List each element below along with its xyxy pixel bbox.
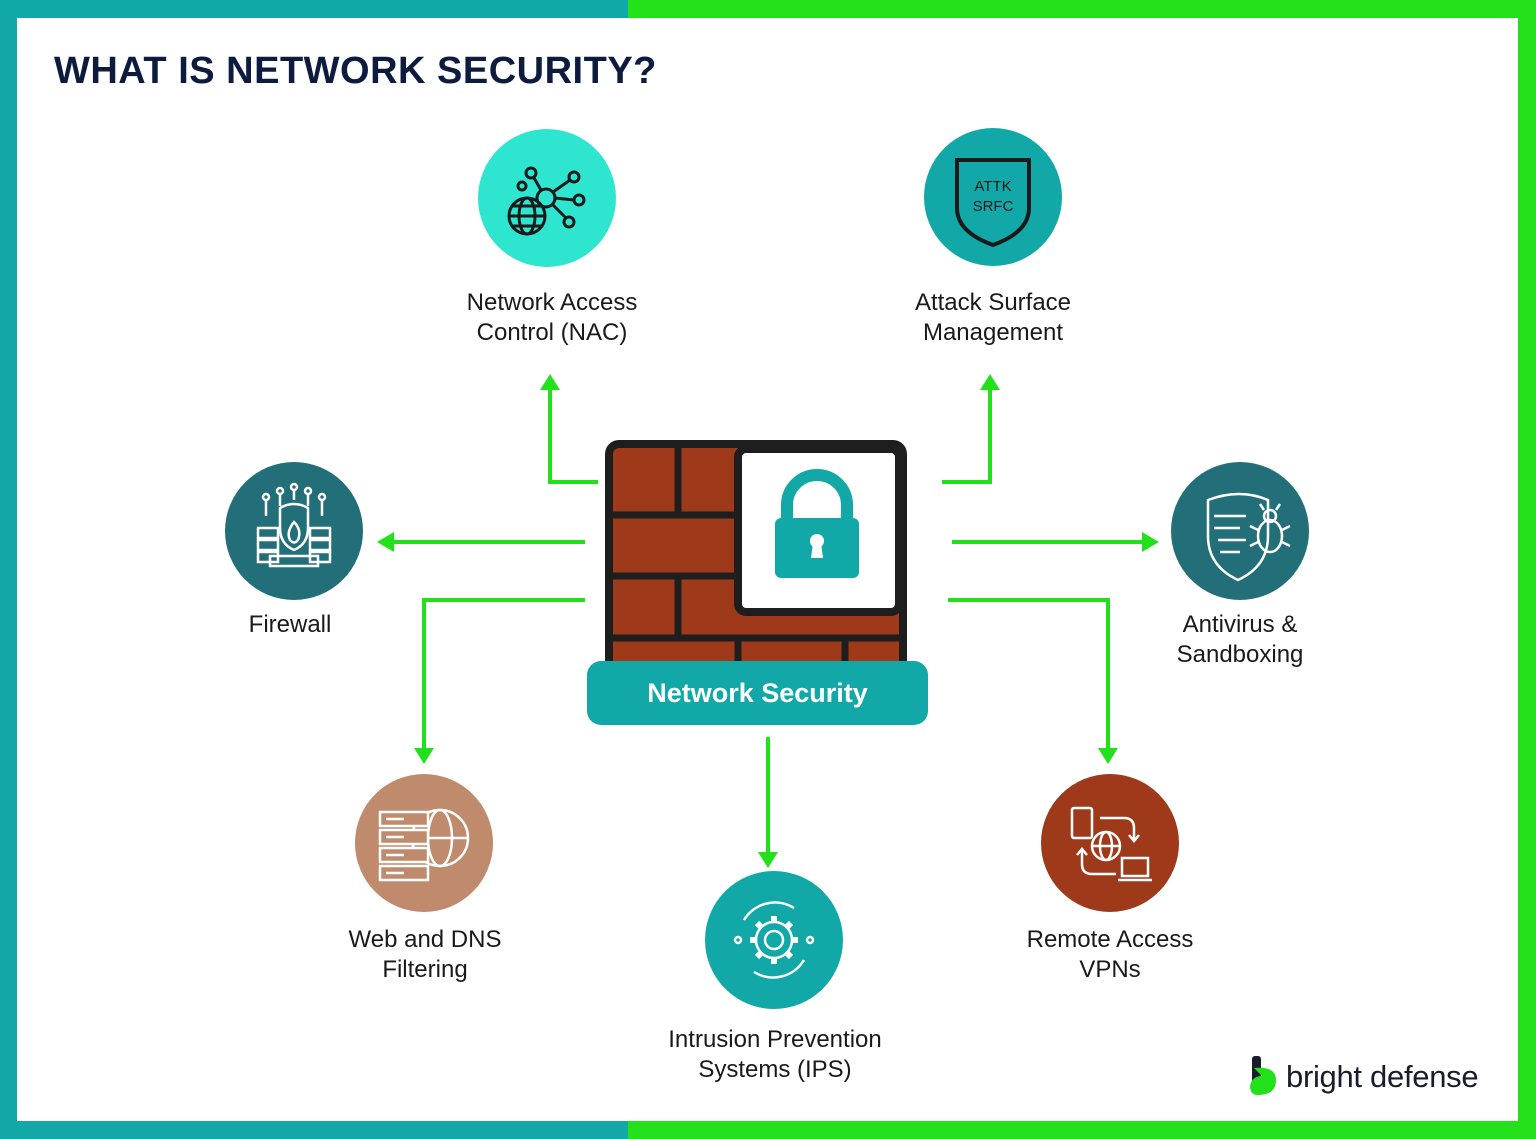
label-firewall-line-1: Firewall xyxy=(248,611,332,638)
frame-border-top-left xyxy=(0,0,628,18)
frame-border-left xyxy=(0,0,17,1139)
center-label-pill xyxy=(587,661,928,725)
firewall-circle xyxy=(225,462,363,600)
frame-border-right xyxy=(1518,0,1536,1139)
arrowhead-nac xyxy=(540,374,560,390)
label-firewall: Firewall xyxy=(190,610,390,640)
node-firewall xyxy=(225,462,363,600)
label-web-dns: Web and DNS Filtering xyxy=(320,925,530,985)
label-ips: Intrusion Prevention Systems (IPS) xyxy=(640,1025,910,1085)
arrowhead-antivirus xyxy=(1142,532,1159,552)
label-web-dns-line-2: Filtering xyxy=(382,956,468,983)
node-nac xyxy=(478,129,616,267)
ips-circle xyxy=(705,871,843,1009)
arrow-to-vpn xyxy=(948,598,1110,750)
antivirus-circle xyxy=(1171,462,1309,600)
gear-cycle-icon xyxy=(733,901,815,979)
label-asm-line-1: Attack Surface xyxy=(914,289,1072,316)
frame-border-top-right xyxy=(628,0,1536,18)
node-asm: ATTK SRFC xyxy=(924,128,1062,266)
brick-mortar xyxy=(612,448,900,676)
arrowhead-vpn xyxy=(1098,748,1118,764)
arrow-to-nac xyxy=(548,388,598,484)
label-ips-line-2: Systems (IPS) xyxy=(698,1056,852,1083)
label-antivirus: Antivirus & Sandboxing xyxy=(1140,610,1340,670)
node-antivirus xyxy=(1171,462,1309,600)
label-vpn-line-2: VPNs xyxy=(1079,956,1141,983)
label-asm: Attack Surface Management xyxy=(888,288,1098,348)
brand-name: bright defense xyxy=(1286,1059,1479,1094)
label-web-dns-line-1: Web and DNS xyxy=(348,926,502,953)
node-vpn xyxy=(1041,774,1179,912)
frame-border-bottom-right xyxy=(628,1121,1536,1139)
padlock-icon xyxy=(775,469,859,578)
label-nac-line-1: Network Access xyxy=(466,289,638,316)
label-vpn-line-1: Remote Access xyxy=(1026,926,1194,953)
arrow-to-web-dns xyxy=(422,598,585,750)
label-asm-line-2: Management xyxy=(922,319,1064,346)
brand-logo: bright defense xyxy=(1248,1055,1479,1099)
label-antivirus-line-2: Sandboxing xyxy=(1176,641,1304,668)
label-vpn: Remote Access VPNs xyxy=(1000,925,1220,985)
network-globe-icon xyxy=(507,166,586,236)
vpn-circle xyxy=(1041,774,1179,912)
arrowhead-firewall xyxy=(377,532,394,552)
bug-shield-icon xyxy=(1206,492,1291,582)
arrowheads xyxy=(377,374,1159,868)
shield-icon xyxy=(955,158,1031,248)
firewall-icon xyxy=(256,482,332,568)
connectors xyxy=(392,388,1144,854)
label-nac-line-2: Control (NAC) xyxy=(476,319,628,346)
arrowhead-asm xyxy=(980,374,1000,390)
arrow-to-asm xyxy=(942,388,992,484)
node-web-dns xyxy=(355,774,493,912)
arrowhead-ips xyxy=(758,852,778,868)
label-nac: Network Access Control (NAC) xyxy=(447,288,657,348)
remote-devices-icon xyxy=(1070,806,1152,882)
asm-icon-text-1: ATTK xyxy=(974,178,1011,195)
label-ips-line-1: Intrusion Prevention xyxy=(668,1026,882,1053)
server-globe-icon xyxy=(378,808,470,882)
label-antivirus-line-1: Antivirus & xyxy=(1182,611,1298,638)
bright-defense-logo-icon xyxy=(1250,1056,1276,1095)
frame-border-bottom-left xyxy=(0,1121,628,1139)
arrowhead-web-dns xyxy=(414,748,434,764)
central-firewall-graphic xyxy=(587,440,928,725)
page-title: WHAT IS NETWORK SECURITY? xyxy=(54,50,657,92)
asm-icon-text-2: SRFC xyxy=(973,198,1014,215)
center-label: Network Security xyxy=(647,678,868,708)
nac-circle xyxy=(478,129,616,267)
node-ips xyxy=(705,871,843,1009)
